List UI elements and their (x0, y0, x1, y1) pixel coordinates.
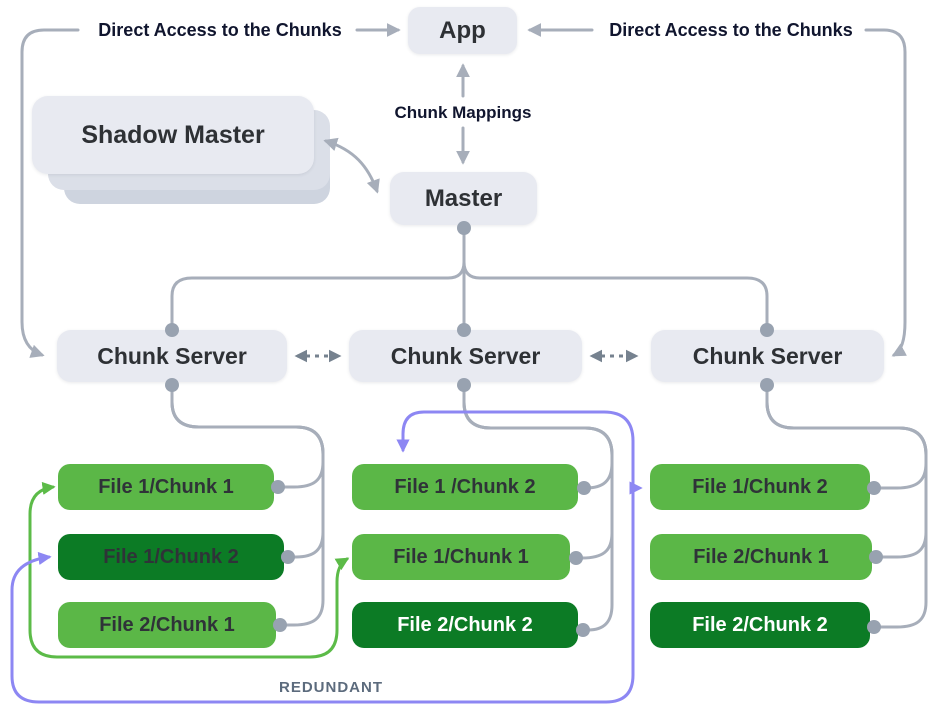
arrow-direct-right-to-server3 (864, 28, 907, 357)
chunk-server-3-label: Chunk Server (692, 342, 843, 369)
chunk-label: File 1 /Chunk 2 (394, 475, 536, 498)
chunk-label: File 2/Chunk 2 (692, 613, 828, 636)
label-direct-access-right: Direct Access to the Chunks (609, 20, 853, 40)
node-shadow-master: Shadow Master (32, 96, 314, 174)
chunk-label: File 2/Chunk 1 (693, 545, 829, 568)
chunk-label: File 2/Chunk 1 (99, 613, 235, 636)
chunk-label: File 1/Chunk 2 (692, 475, 828, 498)
master-label: Master (424, 184, 503, 212)
chunk-box-c1-r1: File 1/Chunk 1 (58, 464, 274, 510)
chunk-label: File 1/Chunk 2 (103, 545, 239, 568)
node-master: Master (390, 172, 537, 225)
node-chunk-server-1: Chunk Server (57, 330, 287, 382)
node-app: App (408, 7, 517, 54)
node-chunk-server-2: Chunk Server (349, 330, 582, 382)
chunk-box-c1-r2: File 1/Chunk 2 (58, 534, 284, 580)
wire-master-server3 (462, 260, 769, 328)
shadow-master-label: Shadow Master (81, 120, 265, 149)
wire-master-server1 (170, 260, 466, 328)
label-redundant: REDUNDANT (279, 679, 383, 696)
chunk-box-c3-r2: File 2/Chunk 1 (650, 534, 872, 580)
arrow-shadow-master (323, 137, 380, 194)
chunk-label: File 1/Chunk 1 (98, 475, 234, 498)
app-label: App (439, 16, 486, 44)
chunk-server-1-label: Chunk Server (97, 342, 247, 369)
chunk-box-c2-r1: File 1 /Chunk 2 (352, 464, 578, 510)
node-chunk-server-3: Chunk Server (651, 330, 884, 382)
label-direct-access-left: Direct Access to the Chunks (98, 20, 342, 40)
chunk-box-c1-r3: File 2/Chunk 1 (58, 602, 276, 648)
chunk-box-c3-r3: File 2/Chunk 2 (650, 602, 870, 648)
label-chunk-mappings: Chunk Mappings (394, 103, 532, 122)
chunk-box-c3-r1: File 1/Chunk 2 (650, 464, 870, 510)
chunk-label: File 2/Chunk 2 (397, 613, 533, 636)
chunk-server-2-label: Chunk Server (390, 342, 541, 369)
chunk-box-c2-r2: File 1/Chunk 1 (352, 534, 570, 580)
chunk-label: File 1/Chunk 1 (393, 545, 529, 568)
chunk-box-c2-r3: File 2/Chunk 2 (352, 602, 578, 648)
